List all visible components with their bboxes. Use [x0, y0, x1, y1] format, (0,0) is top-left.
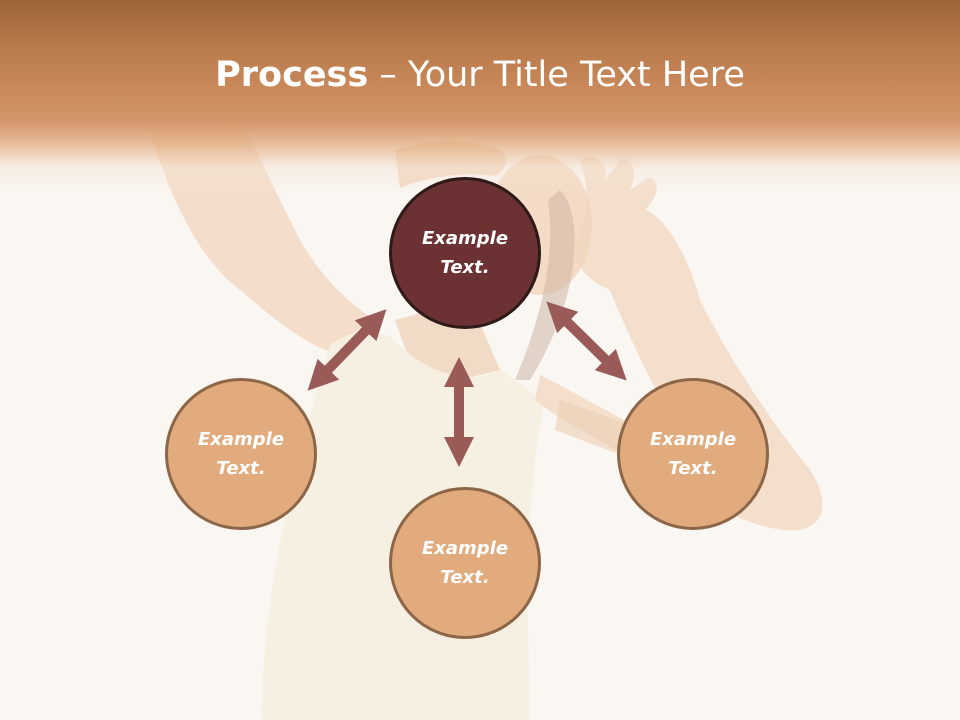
node-right-line2: Text.: [668, 458, 718, 479]
node-bottom-line1: Example: [421, 538, 509, 559]
node-right-line1: Example: [649, 429, 737, 450]
node-top-line1: Example: [421, 228, 509, 249]
title-rest: – Your Title Text Here: [368, 55, 745, 95]
arrow-top-left: [307, 309, 387, 391]
node-left-line1: Example: [197, 429, 285, 450]
node-bottom: Example Text.: [389, 487, 541, 639]
node-right: Example Text.: [617, 378, 769, 530]
slide-title: Process – Your Title Text Here: [0, 52, 960, 98]
header-band: [0, 0, 960, 195]
arrow-top-right: [546, 301, 627, 381]
node-bottom-line2: Text.: [440, 567, 490, 588]
title-bold: Process: [215, 55, 369, 95]
node-left-line2: Text.: [216, 458, 266, 479]
node-top-line2: Text.: [440, 257, 490, 278]
node-top: Example Text.: [389, 177, 541, 329]
node-left: Example Text.: [165, 378, 317, 530]
